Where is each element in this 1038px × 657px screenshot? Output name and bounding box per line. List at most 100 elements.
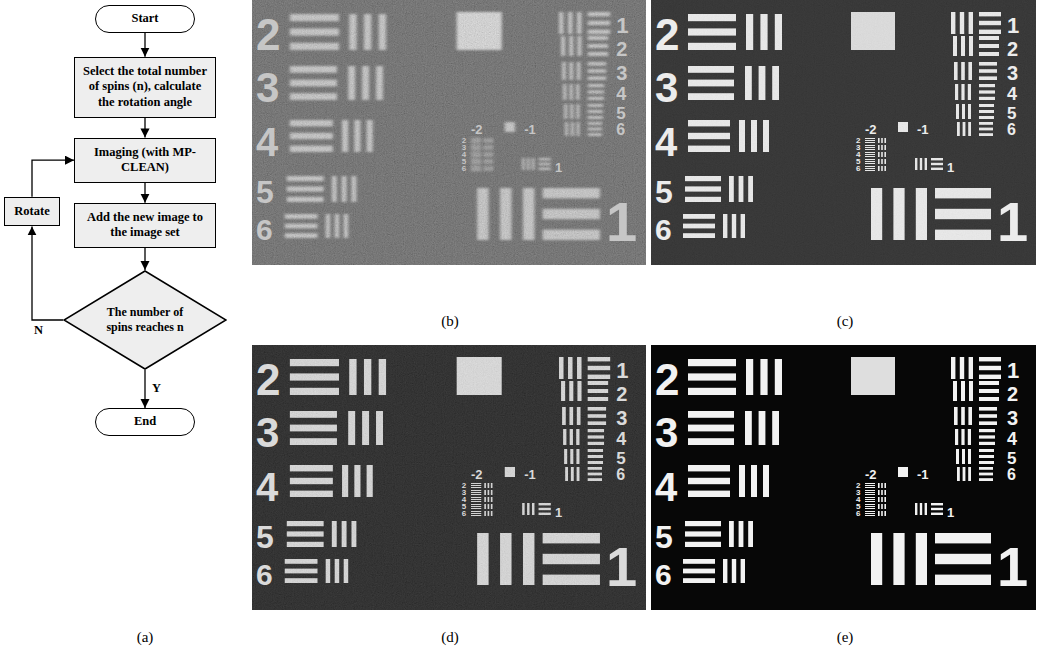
target-bar	[960, 357, 964, 379]
target-bar	[865, 483, 875, 484]
target-bar	[961, 407, 965, 425]
target-bar	[962, 449, 965, 464]
target-number: 5	[256, 176, 274, 208]
target-number: 4	[256, 467, 278, 507]
target-bar	[979, 407, 997, 411]
target-bar	[881, 504, 883, 509]
target-bar	[916, 533, 927, 585]
target-bar	[739, 521, 744, 547]
target-bar	[878, 483, 880, 488]
target-bar	[772, 411, 779, 445]
target-bar	[956, 449, 959, 464]
target-number: 6	[462, 165, 466, 173]
process-box: Add the new image to the image set	[74, 203, 216, 248]
target-bar	[979, 455, 994, 458]
target-number: 1	[606, 539, 637, 595]
target-bar	[871, 533, 882, 585]
target-number: 2	[616, 384, 627, 404]
target-bar	[760, 359, 767, 395]
target-number: 4	[1007, 430, 1017, 448]
target-number: 2	[655, 13, 679, 57]
target-bar	[865, 494, 875, 495]
target-number: 1	[555, 506, 562, 519]
target-bar	[865, 501, 875, 502]
target-number: 3	[655, 412, 678, 454]
target-number: 1	[1007, 15, 1019, 37]
target-number: -2	[865, 468, 877, 481]
target-bar	[979, 366, 1001, 370]
diamond-text-area: The number of spins reaches n	[103, 305, 187, 335]
target-bar	[979, 442, 995, 445]
target-number: 2	[655, 358, 679, 402]
target-number: 2	[616, 39, 627, 59]
target-bar	[732, 559, 736, 583]
target-number: 5	[1007, 450, 1016, 467]
target-bar	[935, 575, 991, 585]
target-number: 5	[655, 176, 673, 208]
target-number: 3	[616, 63, 627, 83]
target-number: 5	[616, 450, 625, 467]
target-number: -2	[471, 123, 483, 136]
target-number: -1	[917, 468, 929, 481]
image-noise	[651, 0, 1036, 265]
target-bar	[931, 513, 943, 515]
target-bar	[951, 357, 955, 379]
flow-arrow	[144, 248, 145, 270]
target-bar	[979, 375, 1001, 379]
target-bar	[968, 449, 971, 464]
target-bar	[688, 359, 736, 366]
target-number: 2	[1007, 384, 1018, 404]
target-bar	[968, 407, 972, 425]
target-bar	[865, 513, 875, 514]
target-number: 1	[947, 161, 954, 174]
image-background	[651, 345, 1036, 610]
node-text: Imaging (with MP-CLEAN)	[82, 145, 208, 176]
target-square	[851, 357, 895, 395]
image-noise	[252, 0, 646, 265]
target-number: -1	[524, 123, 536, 136]
target-bar	[955, 429, 958, 445]
flow-arrow	[144, 370, 145, 408]
target-bar	[745, 411, 752, 445]
target-bar	[739, 465, 745, 497]
target-bar	[969, 381, 973, 401]
target-number: 3	[256, 67, 279, 109]
target-bar	[920, 503, 922, 515]
target-number: 4	[616, 85, 626, 103]
target-number: -2	[471, 468, 483, 481]
node-text: Start	[103, 11, 187, 27]
target-number: 2	[256, 13, 280, 57]
process-box: Select the total number of spins (n), ca…	[74, 57, 216, 118]
target-number: 1	[997, 194, 1028, 250]
target-bar	[748, 521, 753, 547]
target-bar	[878, 511, 880, 516]
target-bar	[865, 485, 875, 486]
target-bar	[979, 473, 993, 476]
target-bar	[979, 421, 997, 425]
target-bar	[878, 497, 880, 502]
target-bar	[979, 381, 999, 385]
target-bar	[729, 521, 734, 547]
target-number: 6	[856, 165, 860, 173]
target-number: -2	[865, 123, 877, 136]
target-bar	[685, 542, 721, 547]
target-bar	[963, 467, 966, 481]
panel-caption: (d)	[410, 628, 490, 646]
target-number: 6	[462, 510, 466, 518]
target-bar	[688, 388, 736, 395]
target-bar	[865, 487, 875, 488]
target-bar	[865, 492, 875, 493]
target-bar	[881, 511, 883, 516]
branch-label: N	[33, 323, 44, 338]
target-bar	[961, 381, 965, 401]
target-bar	[688, 478, 730, 484]
target-bar	[688, 438, 734, 445]
target-bar	[775, 359, 782, 395]
node-text: End	[103, 414, 187, 430]
process-box: Imaging (with MP-CLEAN)	[74, 138, 216, 183]
target-number: 6	[616, 467, 625, 483]
branch-label: Y	[151, 381, 162, 396]
panel-caption: (e)	[805, 628, 885, 646]
target-number: 6	[1007, 122, 1016, 138]
diamond-shape	[64, 271, 226, 369]
